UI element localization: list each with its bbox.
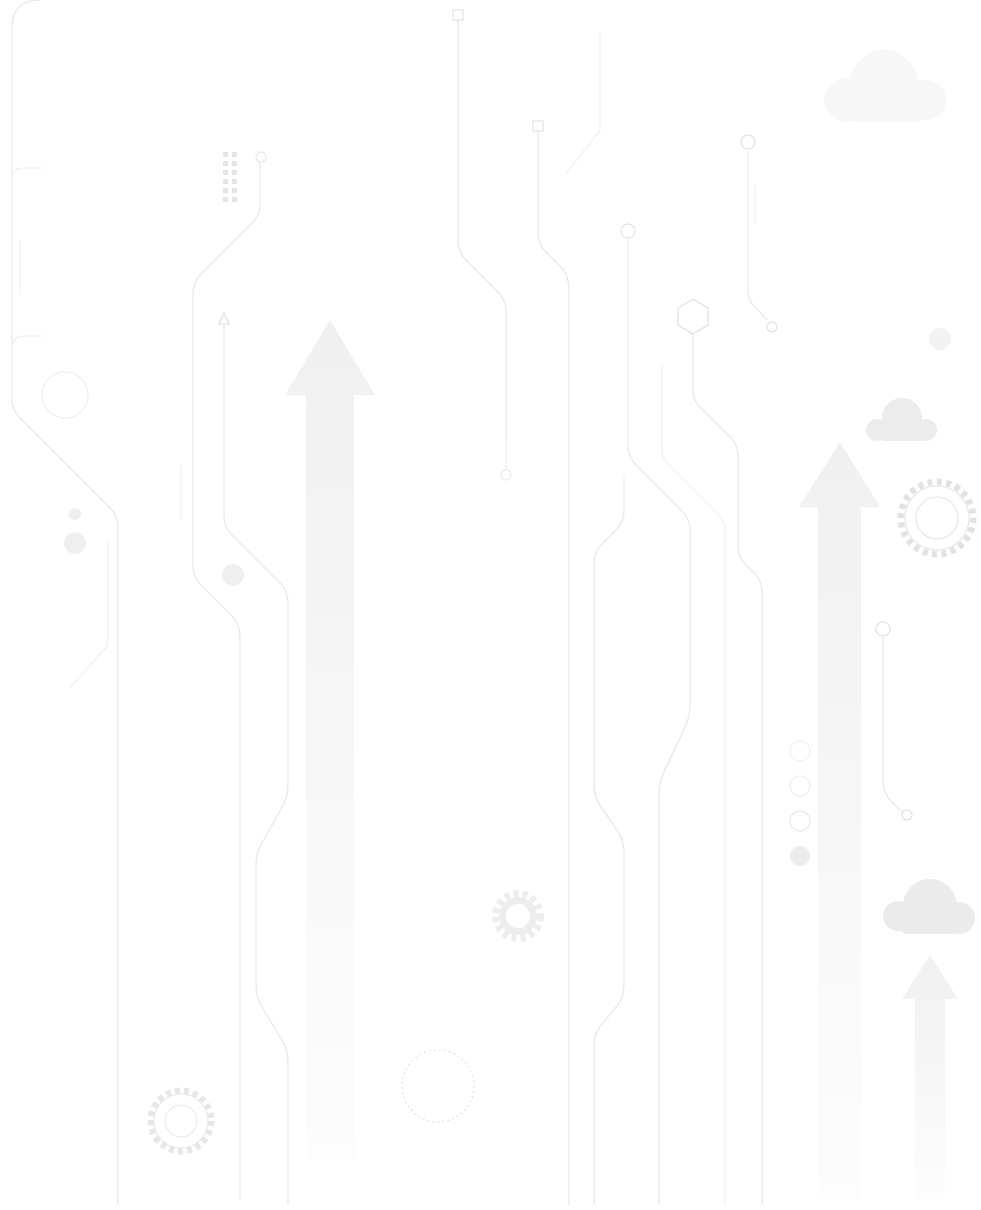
arrow-up-icon: [902, 955, 958, 1198]
cloud-icon: [866, 398, 937, 441]
gear-icon: [897, 478, 977, 558]
arrow-up-icon: [799, 442, 880, 1198]
decorative-dots: [41, 328, 951, 1123]
gear-icon: [147, 1087, 215, 1155]
circuit-traces: [11, 0, 903, 1205]
cloud-icon: [824, 50, 946, 122]
dot-grid-icon: [223, 152, 237, 202]
trace-endpoints: [218, 9, 913, 821]
cloud-icon: [883, 879, 975, 934]
arrow-up-icon: [285, 320, 375, 1160]
gear-icon: [492, 890, 544, 942]
